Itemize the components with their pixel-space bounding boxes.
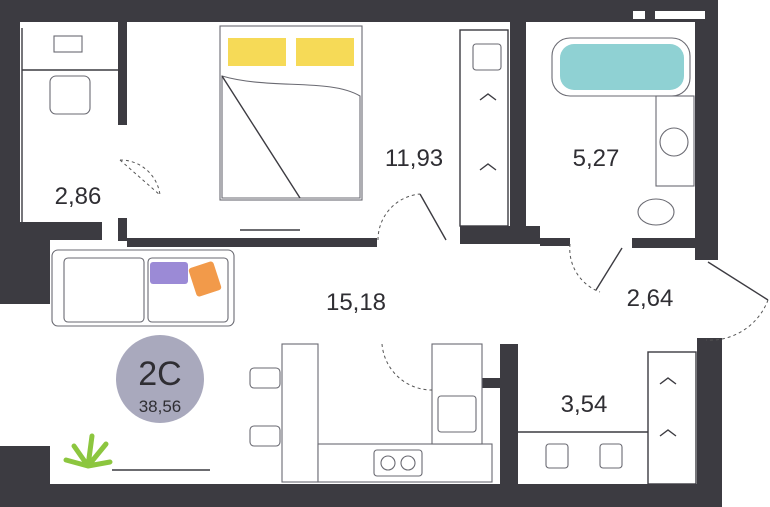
entrance-door [705,261,769,341]
area-label-living-kitchen: 15,18 [326,289,386,316]
area-label-bedroom: 11,93 [385,145,443,172]
kitchen-sink-cabinet [381,343,483,445]
area-label-bathroom: 5,27 [573,145,620,172]
badge-circle [116,335,204,423]
area-label-wardrobe: 3,54 [561,391,608,418]
apartment-total-area: 38,56 [139,397,182,416]
apartment-type: 2С [138,355,181,393]
bedroom-closet [459,29,509,227]
wardrobe-furniture [518,351,697,485]
bathtub [560,44,684,90]
area-badge [116,335,204,423]
area-label-cabinet: 2,86 [55,183,102,210]
top-window-marks [633,11,705,19]
outer-walls [0,0,722,507]
bedroom-door [377,193,447,241]
sofa-pillow-purple [150,262,188,284]
bed-pillow-left [228,38,286,66]
plant-icon [63,433,113,469]
area-label-hall: 2,64 [627,285,674,312]
bed-pillow-right [296,38,354,66]
sofa-pillow-orange [188,261,222,297]
internal-walls [20,22,712,484]
sofa [51,249,235,327]
cabinet-furniture [21,28,161,222]
bed [219,25,363,231]
bar-counter [249,343,493,483]
bathroom [551,37,695,293]
